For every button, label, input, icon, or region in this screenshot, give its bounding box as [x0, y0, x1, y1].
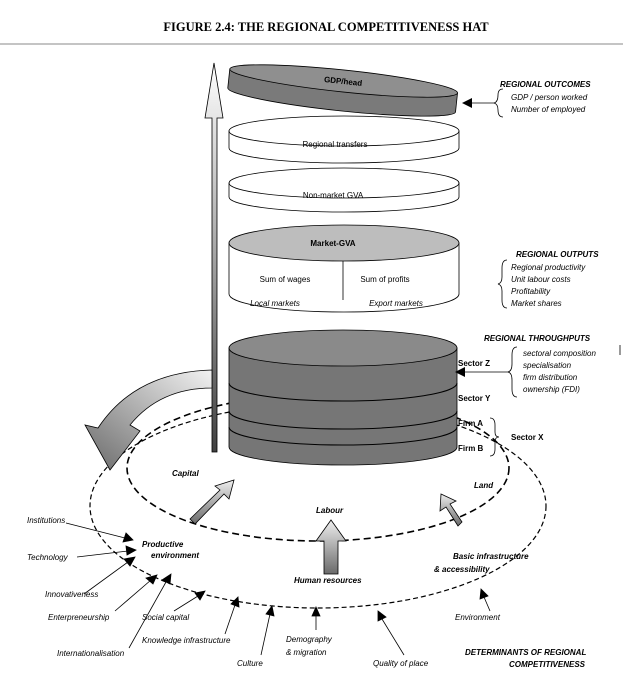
determinant-institutions: Institutions	[27, 516, 65, 525]
regional-transfers-layer: Regional transfers	[228, 115, 460, 164]
throughputs-arrowhead	[455, 367, 465, 377]
non-market-gva-label: Non-market GVA	[303, 191, 364, 200]
sum-of-profits-label: Sum of profits	[360, 275, 409, 284]
throughputs-item-specialisation: specialisation	[523, 361, 572, 370]
sector-z-label: Sector Z	[458, 359, 490, 368]
export-markets-label: Export markets	[369, 299, 423, 308]
determinants-title-line2: COMPETITIVENESS	[509, 660, 586, 669]
throughputs-item-ownership-fdi: ownership (FDI)	[523, 385, 580, 394]
productive-environment-line2: environment	[151, 551, 199, 560]
figure-title: FIGURE 2.4: THE REGIONAL COMPETITIVENESS…	[163, 20, 489, 34]
outputs-item-market-shares: Market shares	[511, 299, 562, 308]
basic-infrastructure-line1: Basic infrastructure	[453, 552, 529, 561]
outer-dashed-ring	[89, 403, 547, 609]
determinant-knowledge-infrastructure: Knowledge infrastructure	[142, 636, 231, 645]
gdp-head-label: GDP/head	[324, 75, 363, 88]
sum-of-wages-label: Sum of wages	[260, 275, 311, 284]
gdp-head-lid: GDP/head	[227, 64, 458, 117]
determinant-internationalisation: Internationalisation	[57, 649, 125, 658]
determinant-culture: Culture	[237, 659, 263, 668]
outcomes-arrowhead	[462, 98, 472, 108]
basic-infrastructure-line2: & accessibility	[434, 565, 490, 574]
determinant-demography-line2: & migration	[286, 648, 327, 657]
firm-a-label: Firm A	[458, 419, 483, 428]
labour-arrow	[315, 519, 347, 575]
determinant-quality-of-place: Quality of place	[373, 659, 429, 668]
determinant-environment: Environment	[455, 613, 501, 622]
determinant-innovativeness: Innovativeness	[45, 590, 98, 599]
determinant-social-capital: Social capital	[142, 613, 189, 622]
regional-outcomes-title: REGIONAL OUTCOMES	[500, 80, 591, 89]
firm-b-label: Firm B	[458, 444, 484, 453]
land-arrow	[439, 493, 463, 527]
throughputs-brace	[507, 346, 518, 398]
outputs-item-unit-labour-costs: Unit labour costs	[511, 275, 571, 284]
regional-transfers-label: Regional transfers	[303, 140, 368, 149]
sector-drum	[228, 329, 458, 466]
regional-outputs-title: REGIONAL OUTPUTS	[516, 250, 599, 259]
determinant-arrows	[65, 522, 491, 656]
determinant-entrepreneurship: Enterpreneurship	[48, 613, 110, 622]
feedback-curved-arrow	[84, 369, 213, 471]
growth-up-arrow	[204, 62, 224, 453]
determinant-demography-line1: Demography	[286, 635, 333, 644]
outcomes-item-gdp-per-person: GDP / person worked	[511, 93, 588, 102]
outputs-item-productivity: Regional productivity	[511, 263, 586, 272]
sector-x-label: Sector X	[511, 433, 544, 442]
labour-label: Labour	[316, 506, 344, 515]
determinants-title-line1: DETERMINANTS OF REGIONAL	[465, 648, 586, 657]
throughputs-item-sectoral-composition: sectoral composition	[523, 349, 596, 358]
sector-y-label: Sector Y	[458, 394, 491, 403]
outputs-item-profitability: Profitability	[511, 287, 551, 296]
capital-label: Capital	[172, 469, 199, 478]
human-resources-label: Human resources	[294, 576, 362, 585]
outputs-brace	[497, 259, 508, 309]
outcomes-item-number-employed: Number of employed	[511, 105, 586, 114]
land-label: Land	[474, 481, 494, 490]
outcomes-brace	[493, 88, 504, 118]
non-market-gva-layer: Non-market GVA	[228, 167, 460, 213]
sector-x-brace	[489, 417, 500, 457]
capital-arrow	[189, 479, 235, 525]
local-markets-label: Local markets	[250, 299, 300, 308]
throughputs-item-firm-distribution: firm distribution	[523, 373, 578, 382]
productive-environment-line1: Productive	[142, 540, 184, 549]
regional-throughputs-title: REGIONAL THROUGHPUTS	[484, 334, 591, 343]
market-gva-layer: Market-GVA Sum of wages Sum of profits L…	[228, 224, 460, 313]
market-gva-label: Market-GVA	[310, 239, 355, 248]
determinant-technology: Technology	[27, 553, 69, 562]
